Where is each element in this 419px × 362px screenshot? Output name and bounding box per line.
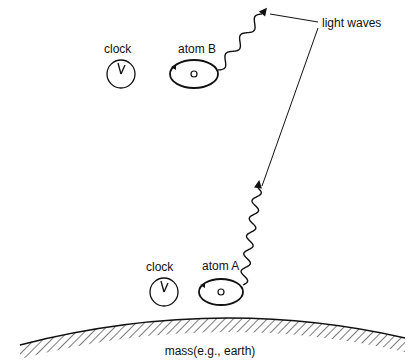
- light-wave: [218, 8, 267, 70]
- ground-hatch: [20, 318, 405, 359]
- leader-line: [262, 28, 318, 186]
- text-label: clock: [104, 42, 131, 56]
- leader-line: [270, 14, 318, 22]
- atom-symbol: [199, 279, 243, 305]
- text-label: light waves: [322, 16, 381, 30]
- light-wave: [241, 180, 262, 285]
- text-label: atom A: [202, 259, 239, 273]
- text-label: mass(e.g., earth): [165, 344, 256, 358]
- text-label: atom B: [178, 42, 216, 56]
- clock-symbol: [107, 60, 135, 88]
- text-label: clock: [146, 260, 173, 274]
- earth-surface: [20, 318, 405, 345]
- clock-symbol: [150, 278, 178, 306]
- atom-symbol: [170, 60, 218, 88]
